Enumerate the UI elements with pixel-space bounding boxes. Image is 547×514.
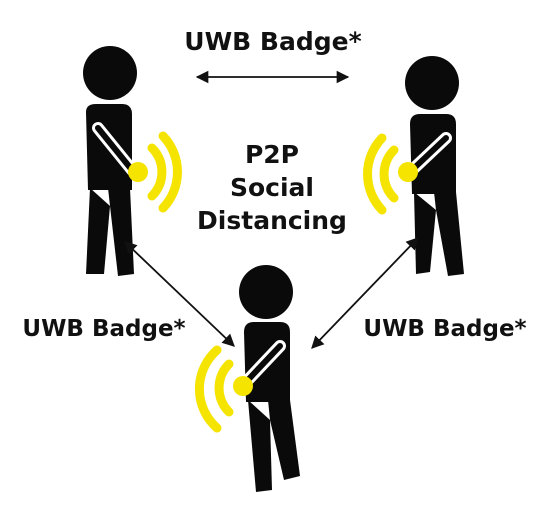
person-left-icon [83,46,138,276]
left-link-label: UWB Badge* [22,316,185,342]
uwb-signal-right-icon [363,133,418,215]
left-double-arrow-icon [124,241,235,347]
person-bottom-icon [239,265,300,492]
top-link-label: UWB Badge* [184,27,361,56]
uwb-signal-bottom-icon [194,345,253,433]
center-title-line3: Distancing [197,206,347,235]
right-double-arrow-icon [311,237,419,349]
center-title-line2: Social [230,173,314,202]
uwb-signal-left-icon [128,131,182,213]
right-link-label: UWB Badge* [363,316,526,342]
center-title-line1: P2P [245,140,299,169]
